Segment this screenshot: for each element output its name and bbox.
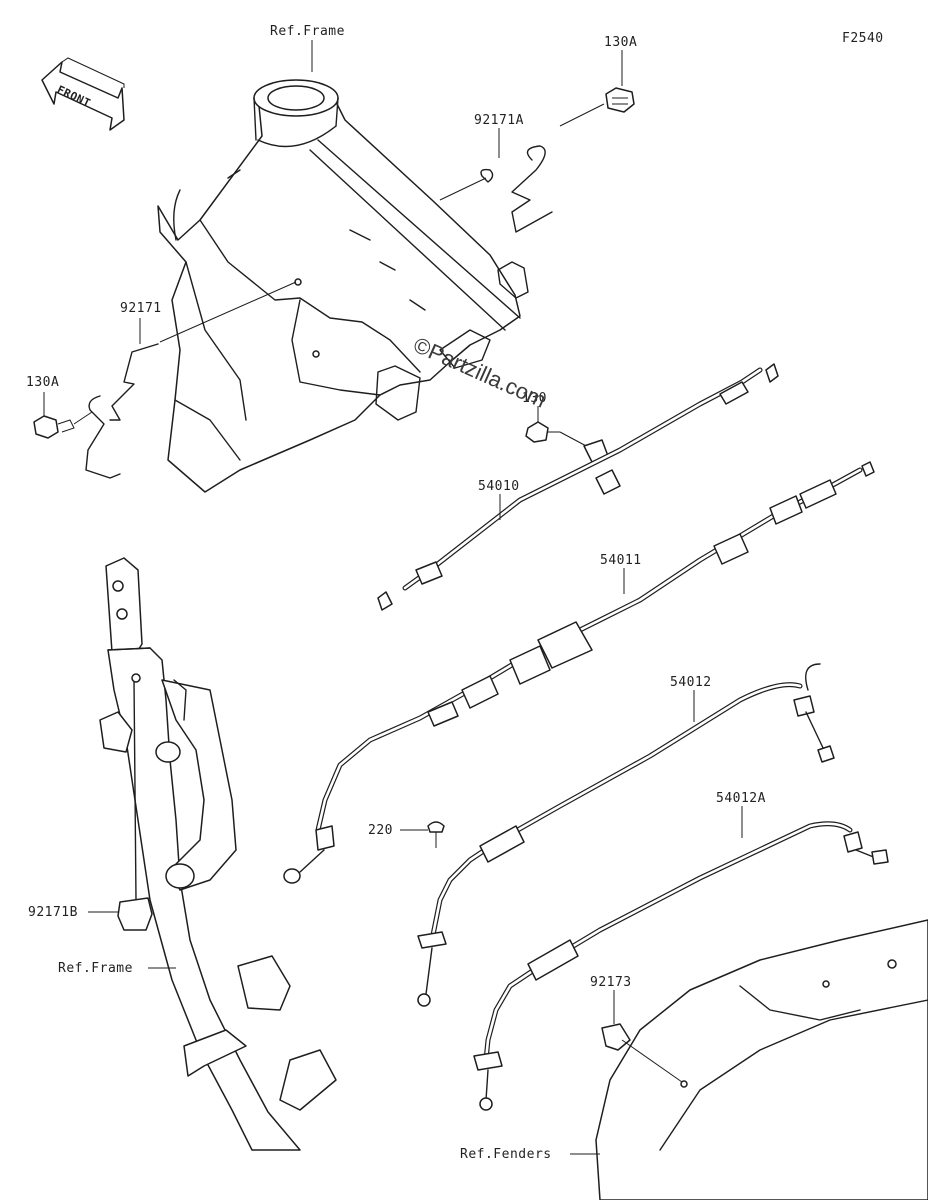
bolt-130a-top-label: 130A [604, 35, 638, 50]
clamp-92171a-label: 92171A [474, 113, 524, 128]
cable-54011 [283, 461, 875, 884]
cable-54012-label: 54012 [670, 675, 712, 690]
clamp-92171a [439, 103, 605, 233]
rear-fender [595, 919, 928, 1200]
bolt-130 [525, 421, 609, 463]
upper-frame [157, 79, 529, 493]
cable-54012a [473, 821, 889, 1111]
clamp-92173 [601, 990, 683, 1083]
cable-54010-label: 54010 [478, 479, 520, 494]
ref-fenders-label: Ref.Fenders [460, 1147, 552, 1162]
cable-54012 [417, 663, 835, 1007]
figure-code: F2540 [842, 31, 884, 46]
clamp-92171b [88, 673, 153, 931]
cable-54012a-label: 54012A [716, 791, 766, 806]
bolt-130a-left-label: 130A [26, 375, 60, 390]
label-leaders [43, 40, 743, 1155]
bolt-130a-top [605, 87, 635, 113]
screw-220-label: 220 [368, 823, 393, 838]
cable-54011-label: 54011 [600, 553, 642, 568]
clamp-92173-label: 92173 [590, 975, 632, 990]
bolt-130-label: 130 [522, 391, 547, 406]
clamp-92171-label: 92171 [120, 301, 162, 316]
bolt-130a-left [33, 411, 93, 439]
front-arrow-icon [41, 57, 125, 131]
lower-frame [99, 557, 337, 1151]
cable-54010 [377, 363, 779, 611]
ref-frame-top-label: Ref.Frame [270, 24, 345, 39]
clamp-92171 [85, 281, 297, 479]
ref-frame-bottom-label: Ref.Frame [58, 961, 133, 976]
clamp-92171b-label: 92171B [28, 905, 78, 920]
screw-220 [400, 821, 445, 848]
